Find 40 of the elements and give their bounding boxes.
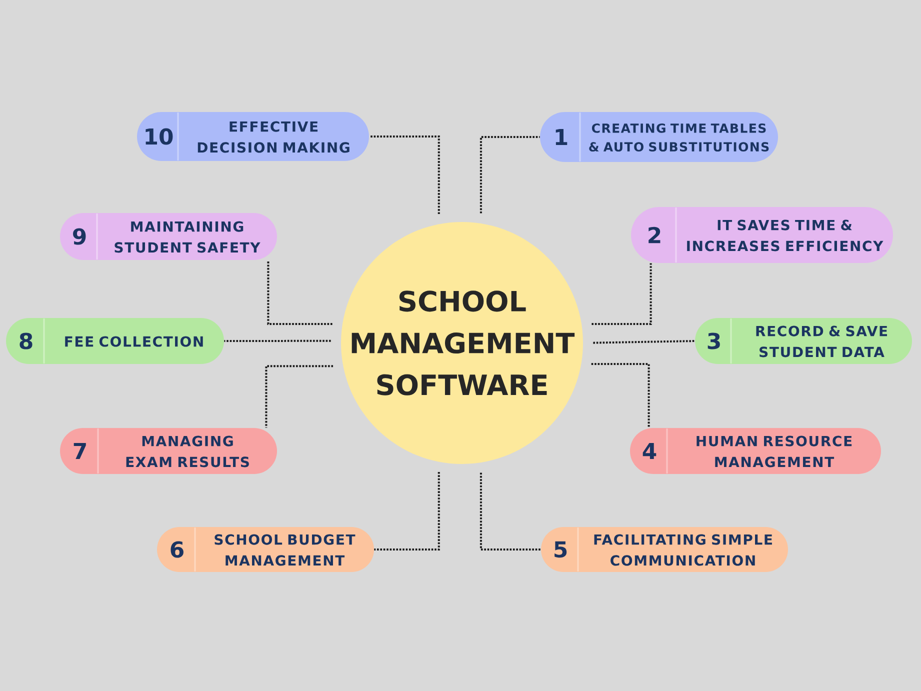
item-label: MANAGING EXAM RESULTS (126, 436, 249, 468)
pill-box (60, 213, 277, 260)
pill-box (6, 318, 224, 364)
item-label: SCHOOL BUDGET MANAGEMENT (214, 534, 356, 566)
item-number: 6 (170, 541, 184, 558)
connector-line (591, 363, 650, 428)
item-label: FEE COLLECTION (65, 336, 203, 347)
pill-box (630, 428, 881, 474)
pill-box (540, 112, 778, 162)
pill-box (631, 207, 893, 263)
pill-box (60, 428, 277, 474)
connector-line (480, 472, 541, 550)
connector-line (224, 340, 331, 342)
item-number: 1 (556, 129, 568, 145)
connector-line (592, 263, 652, 326)
connector-line (374, 472, 440, 550)
connector-line (369, 136, 440, 214)
pill-box (157, 527, 374, 572)
item-label: MAINTAINING STUDENT SAFETY (114, 221, 260, 253)
item-number: 8 (20, 332, 32, 350)
item-number: 3 (708, 332, 720, 350)
item-label: EFFECTIVE DECISION MAKING (198, 121, 350, 153)
item-label: HUMAN RESOURCE MANAGEMENT (696, 436, 852, 468)
pill-box (137, 112, 369, 161)
item-number: 4 (642, 443, 656, 459)
connector-line (267, 260, 332, 326)
connector-line (265, 365, 334, 428)
item-number: 2 (648, 226, 660, 244)
item-label: FACILITATING SIMPLE COMMUNICATION (594, 534, 772, 566)
pill-box (695, 318, 912, 364)
item-number: 7 (74, 443, 86, 459)
item-number: 9 (73, 228, 86, 245)
item-label: RECORD & SAVE STUDENT DATA (756, 326, 887, 358)
item-number: 10 (146, 128, 173, 145)
pill-box (541, 527, 788, 572)
connector-line (480, 136, 540, 214)
connector-line (593, 340, 695, 344)
item-label: IT SAVES TIME & INCREASES EFFICIENCY (687, 220, 884, 252)
item-label: CREATING TIME TABLES & AUTO SUBSTITUTIONS (589, 123, 769, 152)
item-number: 5 (554, 541, 567, 558)
